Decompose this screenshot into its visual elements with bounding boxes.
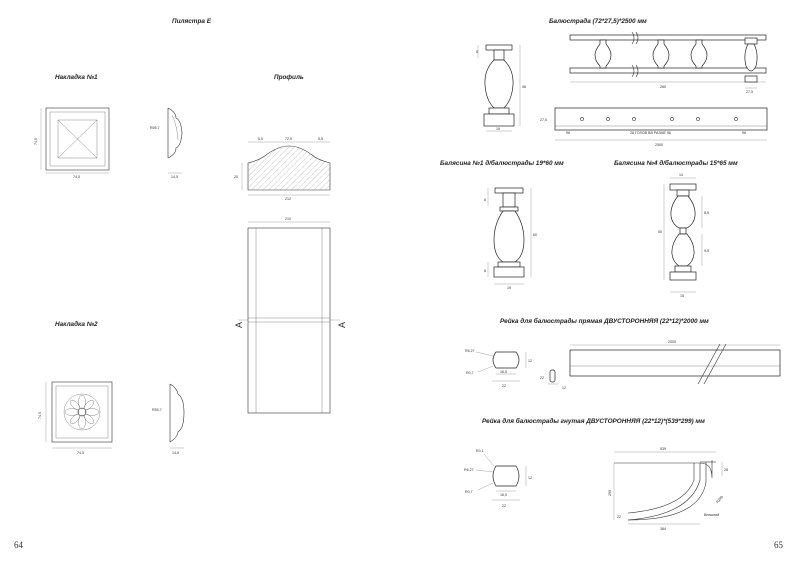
dim-label: 12 xyxy=(562,386,566,390)
dim-label: 74,5 xyxy=(77,451,84,455)
dim-label: 96 xyxy=(566,131,570,135)
dim-label: R55,7 xyxy=(150,126,160,130)
rail-straight-section: 16,5 22 12 R6,27 R0,7 xyxy=(465,349,532,388)
balustrade-side: 27,5 xyxy=(744,37,758,94)
dim-label: 6 xyxy=(484,198,486,202)
dim-label: 8,5 xyxy=(704,211,709,215)
assembly-baluster xyxy=(652,39,670,69)
dim-label: 539 xyxy=(660,447,666,451)
dim-label: 74,5 xyxy=(73,175,80,179)
dim-label: 22 xyxy=(502,504,506,508)
dim-label: R0,7 xyxy=(466,371,474,375)
page-title-pilaster: Пилястра Е xyxy=(172,18,211,25)
section-marker-left: A xyxy=(234,322,244,328)
baluster1-drawing: 6 60 19 8 xyxy=(484,187,537,290)
dim-label: 212 xyxy=(285,197,291,201)
assembly-baluster xyxy=(690,39,708,69)
page-number-right: 65 xyxy=(774,540,783,550)
dim-label: 2500 xyxy=(655,143,663,147)
nakladka2-profile: 14,5 R55,7 xyxy=(152,383,185,455)
dim-label: 65 xyxy=(658,230,662,234)
dim-label: 14 xyxy=(679,173,683,177)
dim-label: 12 xyxy=(528,359,532,363)
dim-label: 72,9 xyxy=(285,137,292,141)
dim-label: 28 ГОЛОВ ВВ РАЗМЕ 96 xyxy=(630,131,671,135)
pilaster-drawing: 210 A A xyxy=(234,217,347,414)
dim-label: R0,1 xyxy=(476,449,484,453)
dim-label: 19 xyxy=(496,127,500,131)
dim-label: 27,5 xyxy=(540,118,547,122)
rail-straight-title: Рейка для балюстрады прямая ДВУСТОРОННЯЯ… xyxy=(500,318,709,325)
dim-label: 384 xyxy=(660,527,666,531)
dim-label: R6,27 xyxy=(464,468,474,472)
dim-label: 74,5 xyxy=(34,138,38,145)
dim-label: 5,5 xyxy=(318,137,323,141)
nakladka1-title: Накладка №1 xyxy=(55,74,98,81)
nakladka2-drawing: 74,5 74,5 xyxy=(38,381,113,455)
rail-straight-long: 2000 xyxy=(569,340,781,385)
balustrade-rail-plan: 28 ГОЛОВ ВВ РАЗМЕ 96 96 96 2500 27,5 xyxy=(540,107,768,147)
rail-curved-title: Рейка для балюстрады гнутая ДВУСТОРОННЯЯ… xyxy=(482,418,705,425)
balustrade-baluster: 8 98 19 xyxy=(476,44,526,132)
dim-label: 8 xyxy=(476,50,478,54)
nakladka2-title: Накладка №2 xyxy=(55,321,98,328)
dim-label: 16,5 xyxy=(500,370,507,374)
dim-label: R55,7 xyxy=(152,408,162,412)
profile-title: Профиль xyxy=(274,74,304,81)
dim-label: R0,7 xyxy=(465,490,473,494)
assembly-baluster xyxy=(594,39,612,69)
baluster4-drawing: 65 14 8,5 9,5 15 xyxy=(658,173,709,298)
rail-straight-end: 12 22 xyxy=(540,369,566,390)
dim-label: 210 xyxy=(285,217,291,221)
dim-label: 14,5 xyxy=(172,451,179,455)
nakladka1-profile: 14,5 R55,7 xyxy=(150,107,183,179)
page-number-left: 64 xyxy=(14,540,23,550)
dim-label: 22 xyxy=(502,384,506,388)
dim-label: 9,5 xyxy=(704,249,709,253)
balustrade-assembly: 260 xyxy=(569,31,767,89)
baluster1-title: Балясина №1 д/балюстрады 19*60 мм xyxy=(440,160,564,167)
dim-label: 16,5 xyxy=(500,493,507,497)
dim-label: 14,5 xyxy=(171,175,178,179)
rail-curved-plan: 539 299 384 28 R299 22 Внешний xyxy=(608,447,728,531)
dim-label: 19 xyxy=(507,286,511,290)
dim-label: R299 xyxy=(715,495,724,504)
dim-label: 8 xyxy=(484,269,486,273)
baluster4-title: Балясина №4 д/балюстрады 15*65 мм xyxy=(614,160,738,167)
dim-label: 22 xyxy=(540,376,544,380)
dim-label: 60 xyxy=(533,233,537,237)
dim-label: 96 xyxy=(742,131,746,135)
dim-label: Внешний xyxy=(704,513,719,517)
balustrade-title: Балюстрада (72*27,5)*2500 мм xyxy=(549,18,647,25)
dim-label: 74,5 xyxy=(38,412,42,419)
dim-label: 27,5 xyxy=(746,90,753,94)
dim-label: 2000 xyxy=(668,340,676,344)
rail-curved-section: 16,5 22 12 R0,1 R6,27 R0,7 xyxy=(464,449,532,508)
dim-label: 299 xyxy=(608,490,612,496)
profile-drawing: 5,5 72,9 5,5 20 212 xyxy=(234,137,331,201)
dim-label: 22 xyxy=(617,515,621,519)
nakladka1-drawing: 74,5 74,5 xyxy=(34,107,110,179)
dim-label: 12 xyxy=(528,476,532,480)
dim-label: 20 xyxy=(234,175,238,179)
dim-label: 15 xyxy=(680,294,684,298)
section-marker-right: A xyxy=(337,322,347,328)
dim-label: 260 xyxy=(660,85,666,89)
dim-label: R6,27 xyxy=(465,349,475,353)
dim-label: 28 xyxy=(724,468,728,472)
dim-label: 5,5 xyxy=(258,137,263,141)
dim-label: 98 xyxy=(522,85,526,89)
